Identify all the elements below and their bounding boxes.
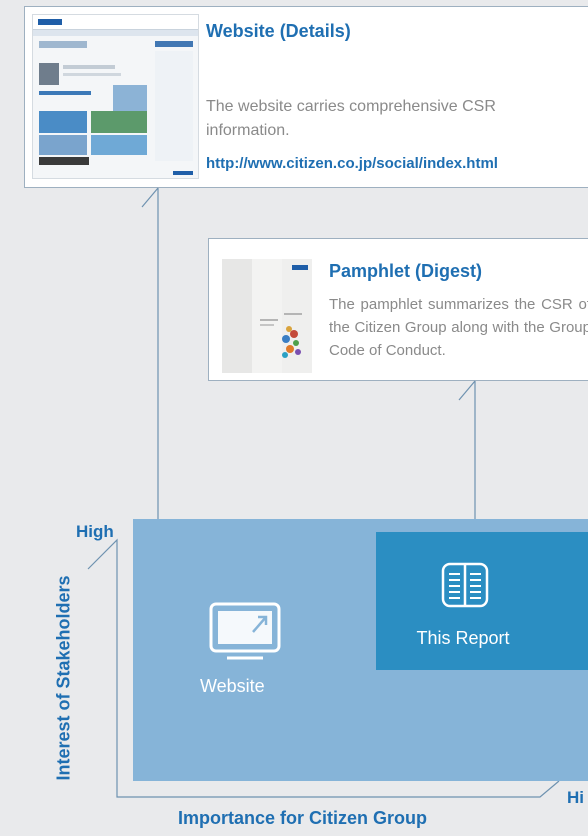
pamphlet-card-title: Pamphlet (Digest) xyxy=(329,261,483,281)
pamphlet-card-description: The pamphlet summarizes the CSR of the C… xyxy=(329,296,588,359)
x-axis-label: Importance for Citizen Group xyxy=(178,808,428,828)
book-icon xyxy=(440,560,490,610)
pamphlet-cover-thumbnail xyxy=(222,259,312,373)
x-axis-high-label: Hi xyxy=(567,788,584,807)
y-axis-label: Interest of Stakeholders xyxy=(53,575,74,781)
website-card-description: The website carries comprehensive CSR in… xyxy=(206,98,496,139)
website-card-title: Website (Details) xyxy=(206,21,351,41)
pamphlet-card: Pamphlet (Digest) The pamphlet summarize… xyxy=(208,238,588,381)
website-screenshot-thumbnail xyxy=(32,14,199,179)
monitor-icon xyxy=(209,602,281,662)
this-report-box: This Report xyxy=(376,532,588,670)
this-report-label: This Report xyxy=(416,628,510,648)
website-url-link[interactable]: http://www.citizen.co.jp/social/index.ht… xyxy=(206,155,498,172)
y-axis-high-label: High xyxy=(76,522,114,541)
website-card: Website (Details) The website carries co… xyxy=(24,6,588,188)
website-label: Website xyxy=(200,676,265,696)
